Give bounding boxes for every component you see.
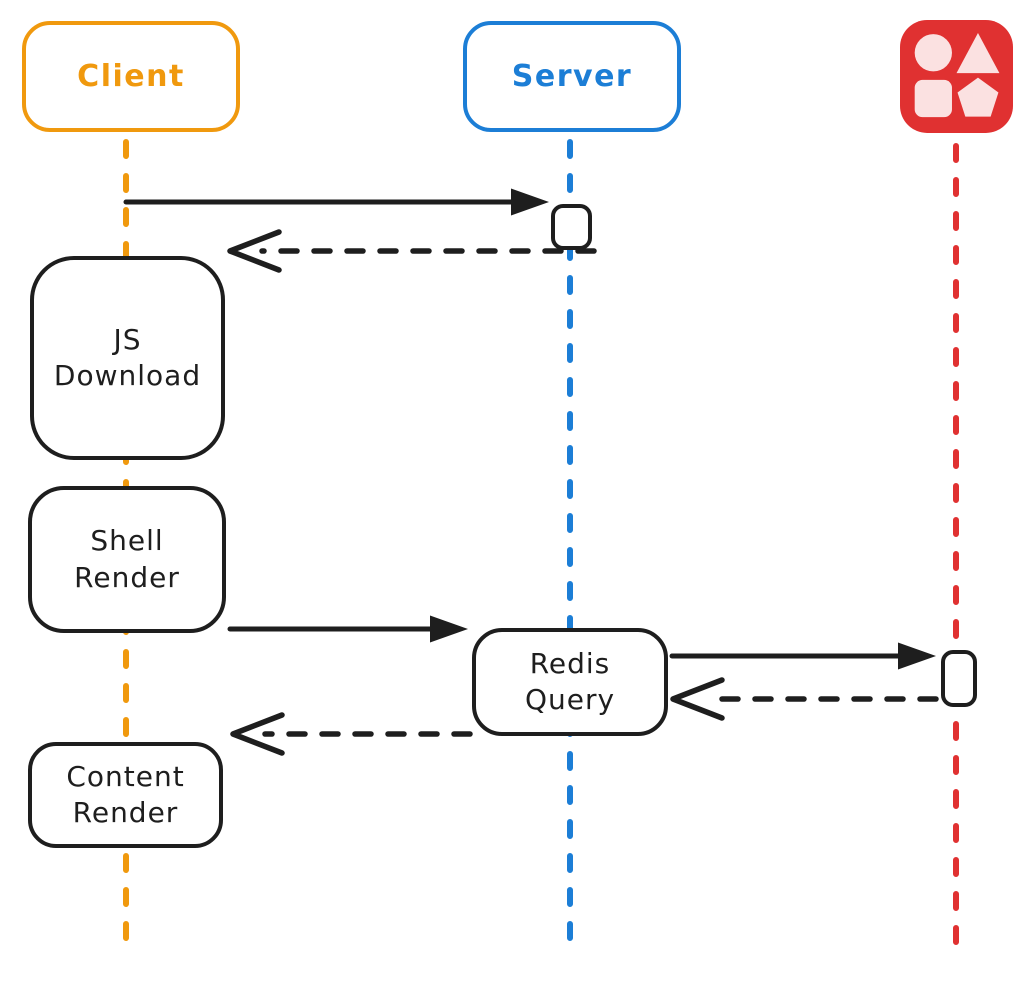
arrow-datastore-to-redis-query-return — [670, 677, 939, 721]
process-box-redis-query: Redis Query — [472, 628, 668, 736]
pentagon-shape — [957, 77, 999, 117]
actor-client: Client — [22, 21, 240, 132]
actor-client-label: Client — [77, 59, 185, 94]
arrow-redis-query-to-content-return — [230, 712, 473, 756]
actor-server: Server — [463, 21, 681, 132]
shapes-icon — [900, 20, 1013, 133]
actor-server-label: Server — [511, 59, 633, 94]
arrow-server-to-client-return — [227, 229, 597, 273]
square-shape — [914, 79, 952, 118]
content-render-label: Content Render — [66, 759, 185, 829]
js-download-label: JS Download — [53, 322, 202, 392]
datastore-activation-box — [941, 650, 977, 707]
process-box-content-render: Content Render — [28, 742, 223, 848]
shell-render-label: Shell Render — [74, 524, 180, 594]
process-box-shell-render: Shell Render — [28, 486, 226, 633]
server-activation-box — [551, 204, 592, 250]
process-box-js-download: JS Download — [30, 256, 225, 460]
arrow-redis-query-to-datastore — [669, 642, 936, 670]
triangle-shape — [956, 32, 1000, 74]
arrow-shell-to-redis-query — [227, 615, 468, 643]
redis-query-label: Redis Query — [524, 646, 616, 716]
arrow-client-to-server — [123, 188, 549, 216]
circle-shape — [914, 34, 952, 72]
